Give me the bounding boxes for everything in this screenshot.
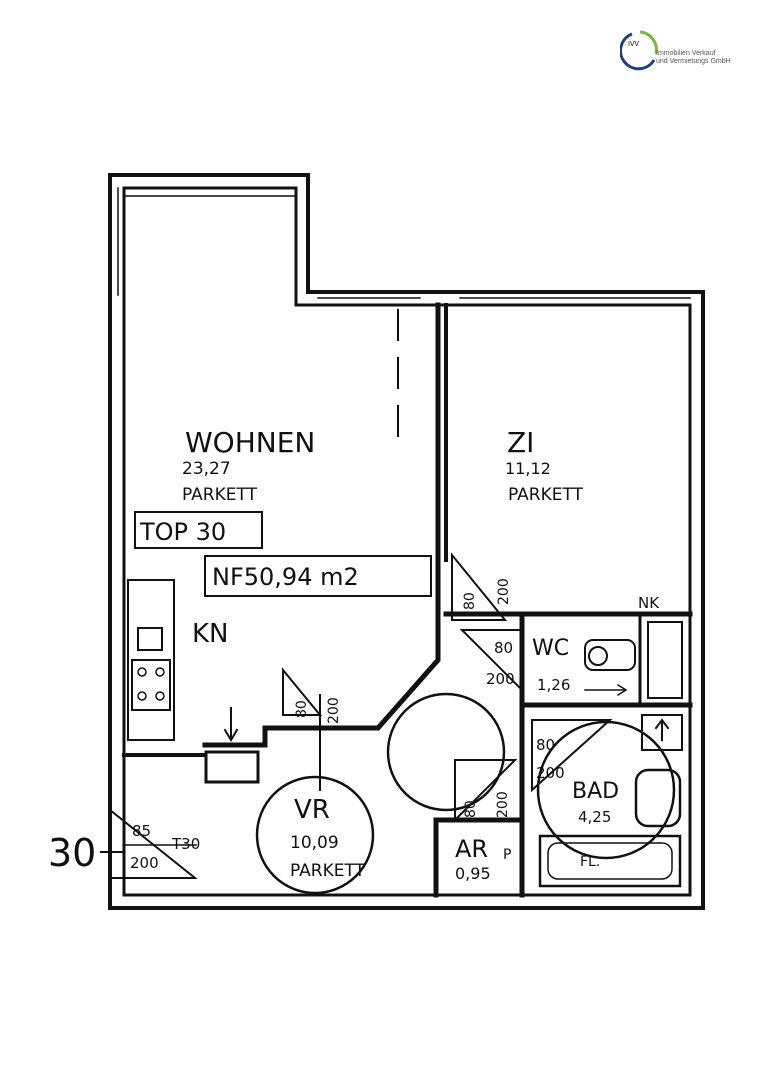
room-ar-area: 0,95 [455, 864, 491, 883]
room-ar-suffix: P [503, 847, 511, 863]
stove [131, 659, 171, 711]
bathtub [538, 834, 682, 888]
outer-wall [108, 173, 705, 910]
door-wc-height: 200 [486, 670, 515, 688]
door-entry-width: 85 [132, 822, 151, 840]
kitchen-counter [127, 579, 175, 741]
logo-subtitle: Immobilien Verkauf und Vermietungs GmbH [656, 50, 731, 66]
room-zi-name: ZI [507, 426, 534, 459]
door-kitchen-height: 200 [326, 697, 342, 724]
logo-ring-icon [619, 30, 658, 71]
room-nk-name: NK [638, 594, 660, 612]
door-ar-height: 200 [495, 791, 511, 818]
door-kitchen-width: 80 [294, 700, 310, 718]
washbasin [634, 768, 682, 828]
room-wc-name: WC [532, 636, 569, 661]
door-wc [459, 629, 523, 693]
nf-label: NF50,94 m2 [212, 563, 359, 591]
shaft-box [204, 750, 260, 784]
door-ar-width: 80 [463, 800, 479, 818]
nk-shaft [647, 621, 683, 699]
door-wc-width: 80 [494, 639, 513, 657]
kitchen-sink [137, 627, 163, 651]
logo-line-1: Immobilien Verkauf [656, 50, 716, 57]
turning-circle-hall [386, 692, 506, 812]
bathtub-label: FL. [580, 854, 600, 870]
door-entry-height: 200 [130, 854, 159, 872]
door-zi [451, 552, 508, 621]
door-entry-type: T30 [171, 835, 200, 853]
room-wc-area: 1,26 [537, 676, 570, 694]
top-box [134, 511, 263, 549]
room-vr-floor: PARKETT [290, 861, 366, 881]
door-ar [454, 759, 518, 823]
room-wohnen-name: WOHNEN [185, 426, 315, 459]
room-vr-area: 10,09 [290, 833, 339, 853]
door-bad-height: 200 [536, 764, 565, 782]
logo-name: ivv [628, 38, 639, 48]
room-ar-name: AR [455, 835, 488, 863]
room-kn-name: KN [192, 619, 229, 649]
turning-circle-bad [536, 720, 676, 860]
room-vr-name: VR [294, 795, 330, 825]
inner-wall-line [122, 186, 692, 897]
room-bad-area: 4,25 [578, 808, 611, 826]
room-zi-floor: PARKETT [508, 485, 584, 505]
room-bad-name: BAD [572, 779, 619, 804]
door-entry [109, 807, 198, 879]
turning-circle-vr [255, 775, 375, 895]
wall-wohnen-zi [202, 302, 441, 748]
door-zi-width: 80 [462, 592, 478, 610]
door-zi-height: 200 [496, 578, 512, 605]
wall-ar [433, 817, 525, 898]
door-kitchen [282, 667, 323, 716]
logo-line-2: und Vermietungs GmbH [656, 58, 731, 65]
nf-box [204, 555, 432, 597]
bad-window [641, 714, 683, 751]
company-logo: ivv Immobilien Verkauf und Vermietungs G… [619, 28, 760, 78]
toilet [584, 639, 636, 671]
room-wohnen-area: 23,27 [182, 459, 231, 479]
unit-side-number: 30 [48, 831, 96, 875]
room-zi-area: 11,12 [505, 459, 551, 478]
top-label: TOP 30 [139, 518, 226, 546]
door-bad-width: 80 [536, 736, 555, 754]
room-wohnen-floor: PARKETT [182, 485, 258, 505]
door-bad [531, 719, 613, 793]
